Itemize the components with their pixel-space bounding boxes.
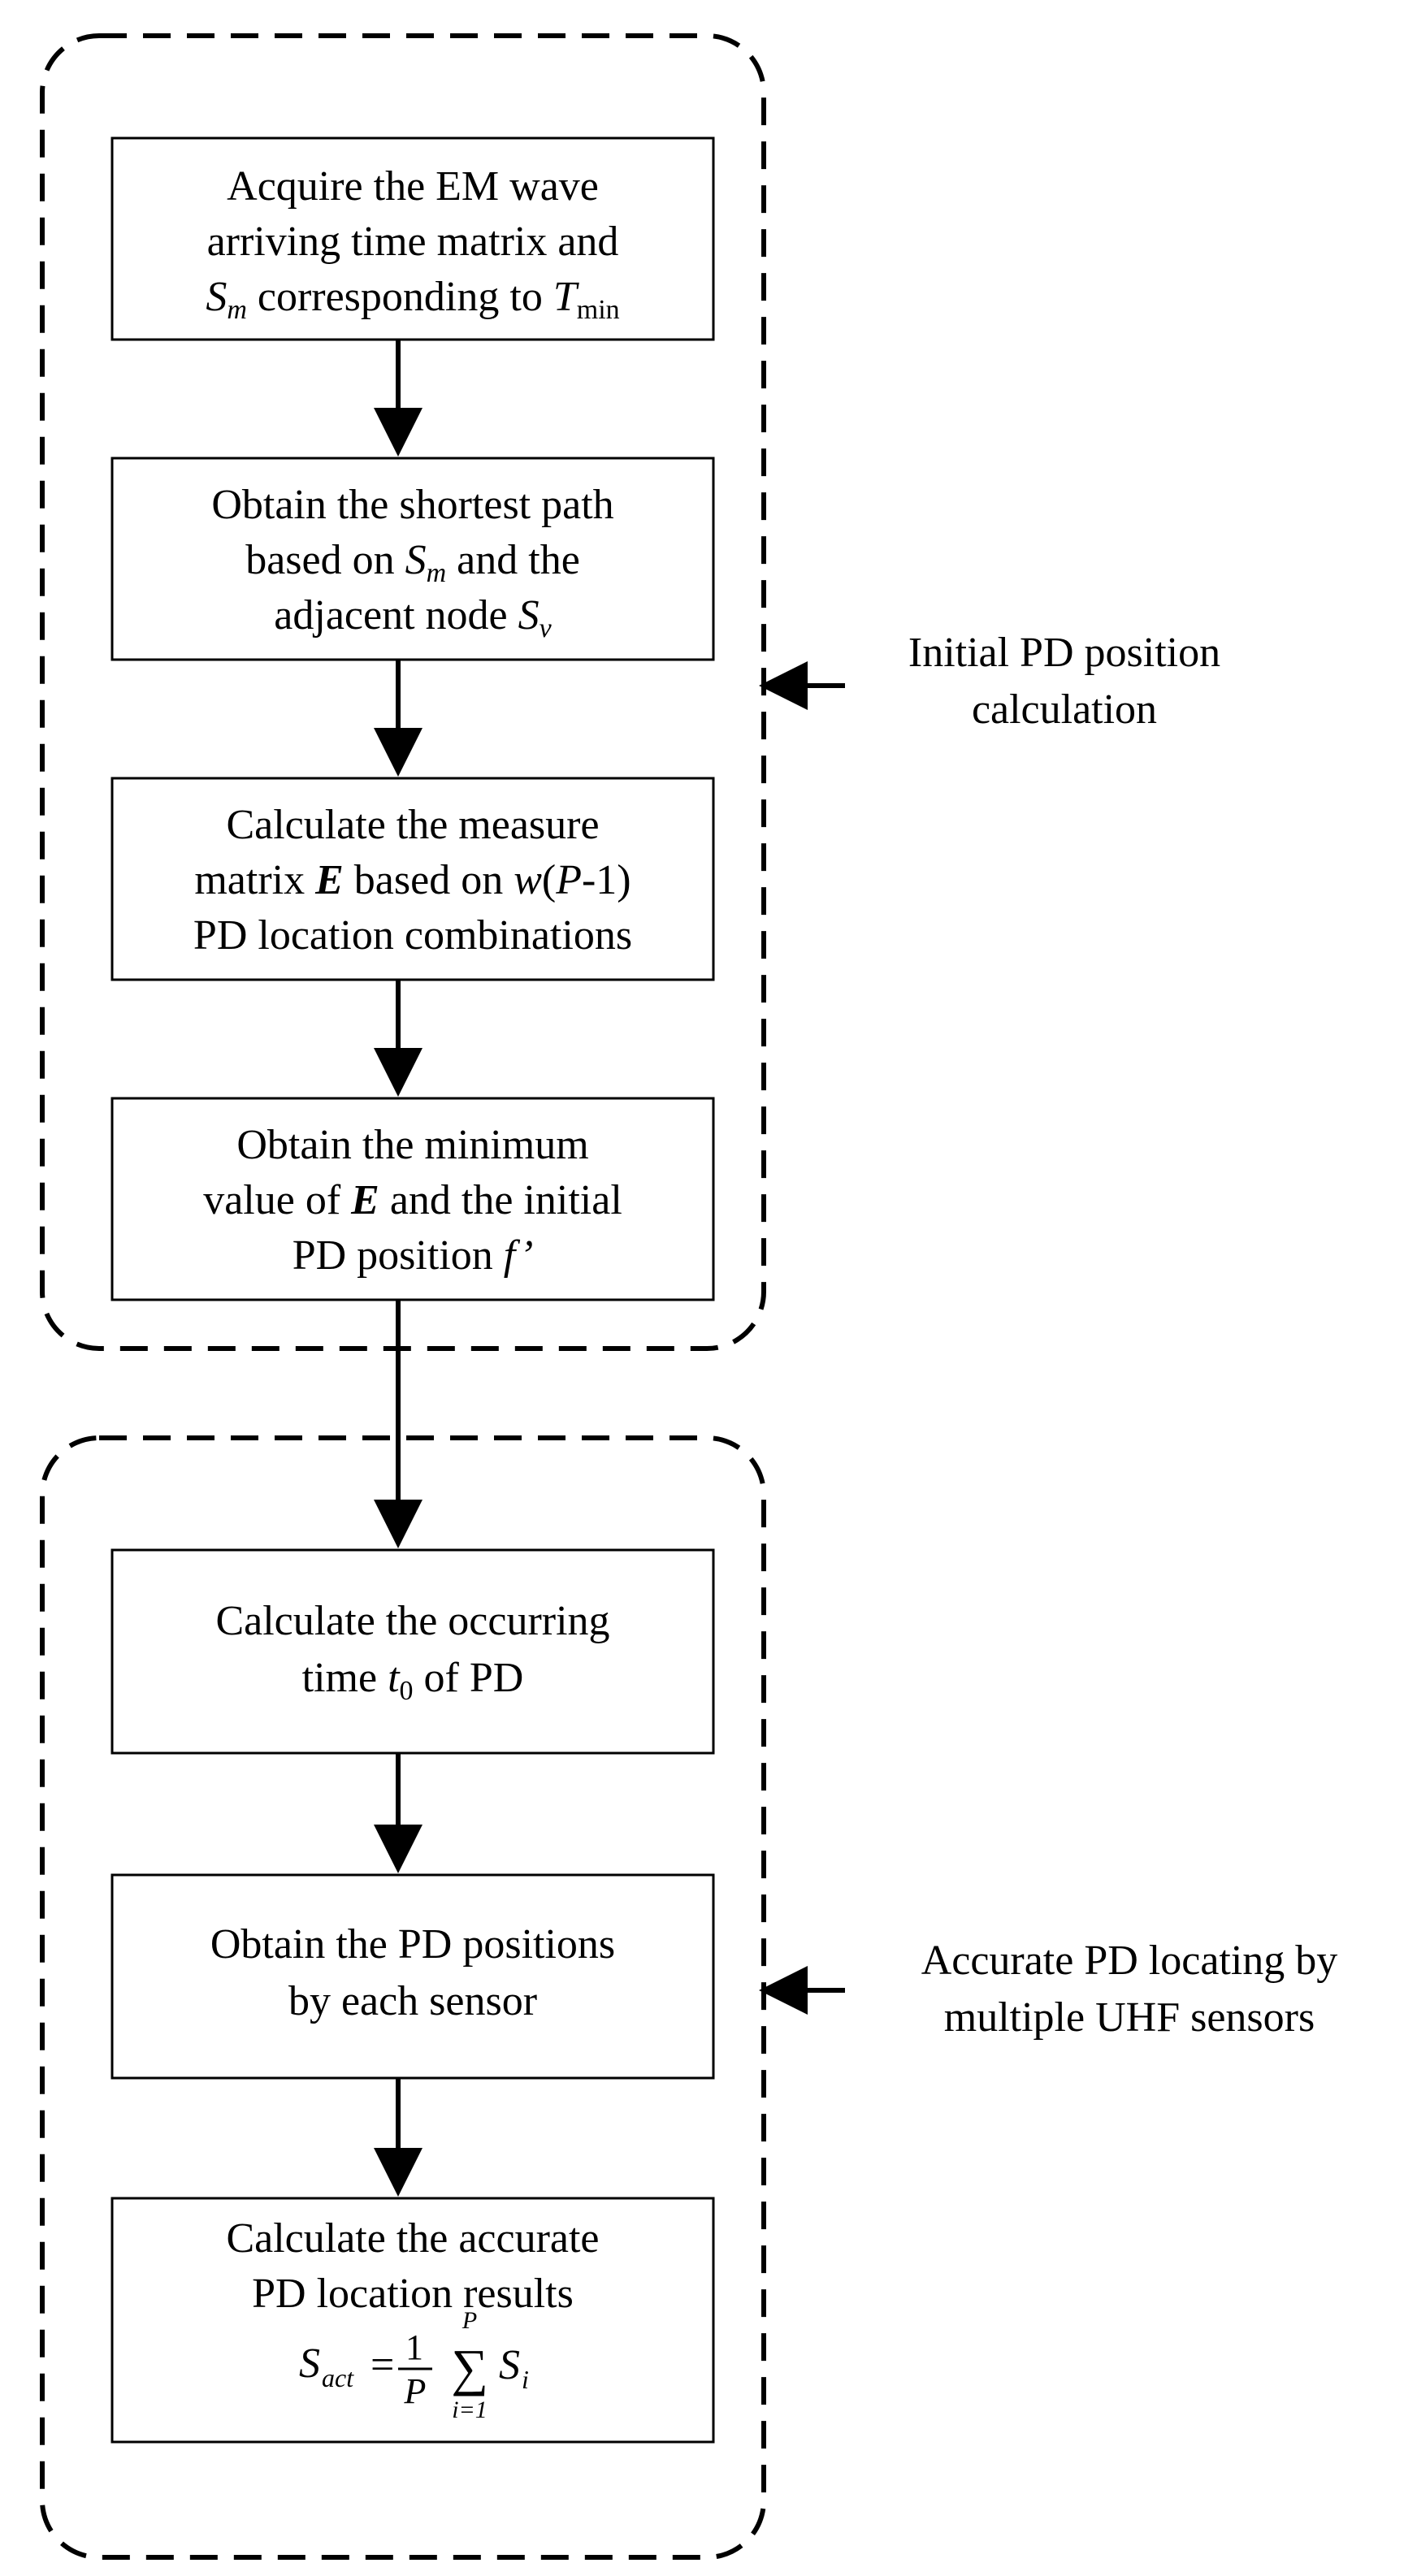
formula-term-sub: i — [522, 2365, 529, 2394]
step-box-measure-matrix — [110, 777, 715, 981]
box2-line3: adjacent node Sv — [274, 592, 552, 643]
formula-average-location: S act = 1 P P ∑ i=1 S i — [299, 2307, 529, 2423]
box4-line1: Obtain the minimum — [236, 1122, 588, 1168]
box3-sym-w: w — [514, 857, 542, 903]
box3-line2: matrix E based on w(P-1) — [194, 857, 630, 903]
box1-line1: Acquire the EM wave — [227, 163, 599, 210]
box5-post: of PD — [414, 1655, 524, 1701]
box2-line3-pre: adjacent node — [274, 592, 518, 639]
formula-sigma: ∑ — [451, 2339, 488, 2396]
box2-sym-s2: S — [518, 592, 540, 639]
box2-sub-m: m — [427, 558, 447, 588]
box2-sub-v: v — [540, 613, 552, 643]
formula-lhs: S — [299, 2340, 320, 2387]
box2-sym-s: S — [405, 537, 427, 583]
box7-line2: PD location results — [252, 2271, 574, 2317]
box2-line1: Obtain the shortest path — [211, 482, 613, 528]
box4-sym-e: E — [350, 1177, 379, 1223]
box3-line3: PD location combinations — [193, 912, 632, 959]
box4-line3: PD position f’ — [292, 1232, 534, 1279]
box5-line1: Calculate the occurring — [215, 1598, 609, 1644]
box4-line3-pre: PD position — [292, 1232, 504, 1279]
box3-sym-p: P — [555, 857, 582, 903]
box4-sym-f: f’ — [504, 1232, 534, 1279]
box5-sub-0: 0 — [400, 1676, 414, 1706]
stage1-label-line2: calculation — [972, 686, 1157, 733]
box1-sub-m: m — [227, 295, 247, 325]
box3-mid: based on — [344, 857, 514, 903]
step-box-minimum-value — [110, 1097, 715, 1301]
box1-line2: arriving time matrix and — [207, 219, 619, 265]
formula-numerator: 1 — [405, 2327, 423, 2367]
box1-sym-s: S — [206, 274, 227, 320]
box3-sym-e: E — [314, 857, 344, 903]
box5-line2: time t0 of PD — [302, 1655, 524, 1706]
formula-lhs-sub: act — [322, 2363, 354, 2392]
box4-line2: value of E and the initial — [203, 1177, 622, 1223]
stage2-label-line1: Accurate PD locating by — [921, 1937, 1338, 1984]
box3-line1: Calculate the measure — [226, 802, 599, 848]
stage2-label-line2: multiple UHF sensors — [944, 1994, 1315, 2041]
step-box-acquire-arrival-times — [110, 136, 715, 341]
formula-eq: = — [370, 2342, 394, 2388]
box1-mid: corresponding to — [247, 274, 553, 320]
stage1-label-line1: Initial PD position — [908, 630, 1220, 676]
step-box-occurring-time — [110, 1548, 715, 1755]
step-box-accurate-results — [110, 2197, 715, 2444]
formula-sum-upper: P — [462, 2307, 477, 2334]
box7-line1: Calculate the accurate — [226, 2215, 599, 2262]
box3-paren-close: -1) — [582, 857, 631, 903]
box1-sub-min: min — [577, 295, 620, 325]
step-box-sensor-positions — [110, 1873, 715, 2080]
box1-sym-t: T — [553, 274, 579, 320]
box5-sym-t: t — [388, 1655, 401, 1701]
box6-line1: Obtain the PD positions — [210, 1921, 615, 1968]
box5-pre: time — [302, 1655, 388, 1701]
box4-post: and the initial — [379, 1177, 622, 1223]
formula-denominator: P — [404, 2371, 427, 2411]
formula-sum-lower: i=1 — [452, 2396, 488, 2423]
box2-pre: based on — [245, 537, 405, 583]
box6-line2: by each sensor — [288, 1978, 537, 2024]
step-box-shortest-path — [110, 457, 715, 661]
box2-line2: based on Sm and the — [245, 537, 580, 588]
box3-paren-open: ( — [542, 857, 556, 903]
box2-post: and the — [446, 537, 580, 583]
formula-term: S — [499, 2342, 520, 2388]
box3-pre: matrix — [194, 857, 315, 903]
box4-pre: value of — [203, 1177, 351, 1223]
box1-line3: Sm corresponding to Tmin — [206, 274, 619, 325]
